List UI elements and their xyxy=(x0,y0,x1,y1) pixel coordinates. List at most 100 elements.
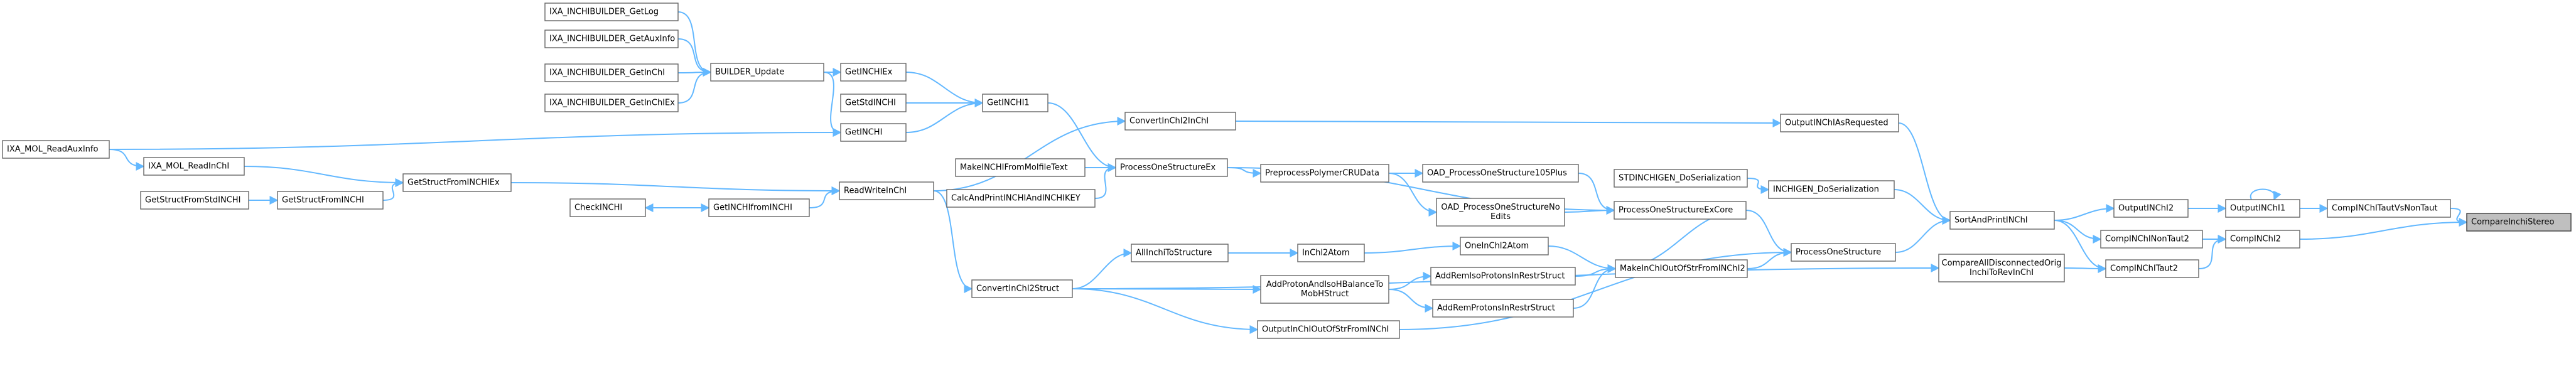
node-ixa-mol-readauxinfo[interactable]: IXA_MOL_ReadAuxInfo xyxy=(2,140,110,159)
node-label: AllInchiToStructure xyxy=(1136,249,1212,258)
node-allinchitostructure[interactable]: AllInchiToStructure xyxy=(1131,244,1229,262)
node-box xyxy=(402,173,512,192)
node-box xyxy=(1791,243,1896,262)
node-outputinchiasrequested[interactable]: OutputINChIAsRequested xyxy=(1780,114,1899,132)
node-outputinchi2[interactable]: OutputINChI2 xyxy=(2113,199,2189,218)
node-compareinchistereo[interactable]: CompareInchiStereo xyxy=(2466,213,2572,232)
node-label: OutputInChIOutOfStrFromINChI xyxy=(1262,325,1389,335)
node-getstructfromstdinchi[interactable]: GetStructFromStdINCHI xyxy=(140,191,249,210)
node-compinchitaut2[interactable]: CompINChITaut2 xyxy=(2105,259,2199,278)
node-label: AddProtonAndIsoHBalanceTo xyxy=(1266,280,1383,289)
node-getinchifrominchi[interactable]: GetINCHIfromINCHI xyxy=(708,198,810,217)
node-box xyxy=(1260,164,1389,183)
edge-outputinchioutofstrfrominchi-to-processonestructure xyxy=(1399,248,1792,330)
node-ixa-inchibuilder-getinchiex[interactable]: IXA_INCHIBUILDER_GetInChIEx xyxy=(544,94,679,112)
node-label: INCHIGEN_DoSerialization xyxy=(1773,185,1879,195)
edge-readwriteinchi-to-convertinchi2inchi xyxy=(933,117,1126,191)
node-oneinchl2atom[interactable]: OneInChl2Atom xyxy=(1460,237,1549,255)
node-getstdinchi[interactable]: GetStdINCHI xyxy=(840,94,907,112)
node-box xyxy=(2225,199,2300,218)
node-convertinchi2struct[interactable]: ConvertInChI2Struct xyxy=(971,279,1073,298)
node-box xyxy=(1614,201,1747,220)
edge-outputinchi1-to-outputinchi1 xyxy=(2250,188,2282,201)
node-compinchitautvsnontaut[interactable]: CompINChITautVsNonTaut xyxy=(2327,199,2451,218)
node-getinchiex[interactable]: GetINCHIEx xyxy=(840,63,907,82)
node-label: OneInChl2Atom xyxy=(1465,242,1529,251)
node-processonestructureex[interactable]: ProcessOneStructureEx xyxy=(1115,158,1228,177)
node-label: Edits xyxy=(1490,212,1511,222)
node-getstructfrominchiex[interactable]: GetStructFromINCHIEx xyxy=(402,173,512,192)
node-addremprotonsinrestrstruct[interactable]: AddRemProtonsInRestrStruct xyxy=(1432,299,1574,318)
edge-ixa-mol-readinchi-to-getstructfrominchiex xyxy=(244,166,404,187)
node-ixa-inchibuilder-getinchi[interactable]: IXA_INCHIBUILDER_GetInChI xyxy=(544,63,679,82)
node-getinchi[interactable]: GetINCHI xyxy=(840,123,907,142)
call-edges xyxy=(109,11,2468,334)
node-processonestructureexcore[interactable]: ProcessOneStructureExCore xyxy=(1614,201,1747,220)
node-makeinchifrommolfiletext[interactable]: MakeINCHIFromMolfileText xyxy=(955,158,1086,177)
node-processonestructure[interactable]: ProcessOneStructure xyxy=(1791,243,1896,262)
node-label: GetStdINCHI xyxy=(845,99,896,108)
node-ixa-mol-readinchi[interactable]: IXA_MOL_ReadInChI xyxy=(143,157,245,176)
node-outputinchi1[interactable]: OutputINChI1 xyxy=(2225,199,2300,218)
node-box xyxy=(1260,275,1389,304)
node-label: ConvertInChI2InChI xyxy=(1129,117,1209,126)
node-inchl2atom[interactable]: InChl2Atom xyxy=(1297,244,1365,262)
node-comparealldisconnectedoriginchitorevinchi[interactable]: CompareAllDisconnectedOrigInchiToRevInCh… xyxy=(1938,254,2065,282)
edge-comparealldisconnectedoriginchitorevinchi-to-compinchitaut2 xyxy=(2064,264,2107,273)
node-compinchinontaut2[interactable]: CompINChINonTaut2 xyxy=(2100,230,2203,249)
node-label: OAD_ProcessOneStructureNo xyxy=(1441,203,1560,212)
node-builder-update[interactable]: BUILDER_Update xyxy=(710,63,824,82)
node-sortandprintinchi[interactable]: SortAndPrintINChI xyxy=(1949,211,2055,230)
edge-outputinchiasrequested-to-sortandprintinchi xyxy=(1898,122,1951,225)
node-label: IXA_INCHIBUILDER_GetLog xyxy=(549,8,659,17)
node-box xyxy=(140,191,249,210)
node-label: PreprocessPolymerCRUData xyxy=(1265,169,1379,178)
node-label: GetINCHI xyxy=(845,128,882,137)
node-box xyxy=(840,63,907,82)
node-preprocesspolymercrudata[interactable]: PreprocessPolymerCRUData xyxy=(1260,164,1389,183)
node-oad-processonestructure105plus[interactable]: OAD_ProcessOneStructure105Plus xyxy=(1422,164,1579,183)
node-label: GetINCHIEx xyxy=(845,68,893,77)
node-box xyxy=(143,157,245,176)
node-box xyxy=(277,191,384,210)
node-label: IXA_MOL_ReadAuxInfo xyxy=(7,145,98,154)
node-label: OutputINChI2 xyxy=(2118,204,2174,213)
node-box xyxy=(2100,230,2203,249)
edge-ixa-mol-readauxinfo-to-ixa-mol-readinchi xyxy=(109,149,145,171)
node-ixa-inchibuilder-getlog[interactable]: IXA_INCHIBUILDER_GetLog xyxy=(544,3,679,21)
edge-convertinchi2inchi-to-outputinchiasrequested xyxy=(1235,118,1782,127)
node-calcandprintinchiandinchikey[interactable]: CalcAndPrintINCHIAndINCHIKEY xyxy=(946,189,1096,208)
node-label: GetStructFromStdINCHI xyxy=(145,196,240,205)
node-box xyxy=(1430,267,1576,286)
node-checkinchi[interactable]: CheckINCHI xyxy=(569,198,646,217)
node-readwriteinchi[interactable]: ReadWriteInChI xyxy=(839,181,934,200)
node-box xyxy=(1422,164,1579,183)
edge-stdinchigen-doserialization-to-inchigen-doserialization xyxy=(1747,178,1770,194)
edge-getstructfrominchiex-to-readwriteinchi xyxy=(510,182,841,195)
node-stdinchigen-doserialization[interactable]: STDINCHIGEN_DoSerialization xyxy=(1614,169,1748,188)
node-convertinchi2inchi[interactable]: ConvertInChI2InChI xyxy=(1124,112,1236,131)
node-getstructfrominchi[interactable]: GetStructFromINCHI xyxy=(277,191,384,210)
node-inchigen-doserialization[interactable]: INCHIGEN_DoSerialization xyxy=(1768,180,1895,199)
edge-builder-update-to-getinchi xyxy=(823,72,842,137)
node-box xyxy=(840,123,907,142)
node-outputinchioutofstrfrominchi[interactable]: OutputInChIOutOfStrFromINChI xyxy=(1257,320,1400,339)
node-compinchi2[interactable]: CompINChI2 xyxy=(2225,230,2300,249)
edge-processonestructure-to-sortandprintinchi xyxy=(1895,216,1951,253)
node-box xyxy=(2113,199,2189,218)
node-addremisoprotonsinrestrstruct[interactable]: AddRemIsoProtonsInRestrStruct xyxy=(1430,267,1576,286)
edge-calcandprintinchiandinchikey-to-processonestructureex xyxy=(1094,163,1117,199)
node-label: CompINChITaut2 xyxy=(2110,264,2178,274)
node-makeinchioutofstrfrominchi2[interactable]: MakeInChIOutOfStrFromINChI2 xyxy=(1615,259,1748,278)
edge-addprotonandisohbalancetomobhstruct-to-addremprotonsinrestrstruct xyxy=(1388,289,1434,313)
node-box xyxy=(1460,237,1549,255)
node-box xyxy=(710,63,824,82)
node-label: IXA_INCHIBUILDER_GetInChIEx xyxy=(549,99,675,108)
node-box xyxy=(544,3,679,21)
node-label: CompINChITautVsNonTaut xyxy=(2332,204,2437,213)
node-getinchi1[interactable]: GetINCHI1 xyxy=(982,94,1048,112)
node-ixa-inchibuilder-getauxinfo[interactable]: IXA_INCHIBUILDER_GetAuxInfo xyxy=(544,30,679,48)
